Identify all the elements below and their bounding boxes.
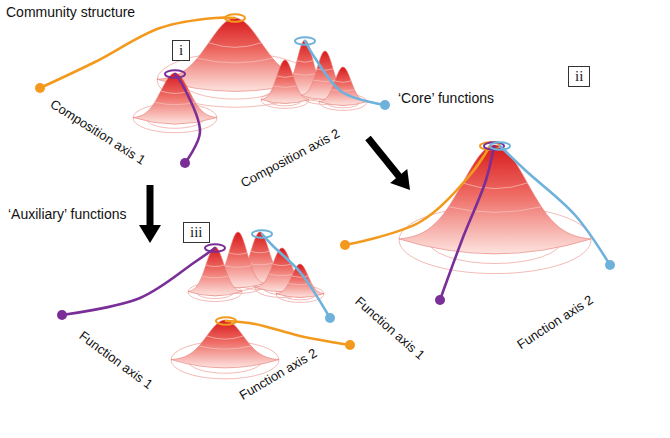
peak-contour xyxy=(229,253,247,255)
peak-group xyxy=(133,18,591,368)
panel-heading: Community structure xyxy=(6,4,135,20)
panel-number-box: iii xyxy=(183,222,210,243)
start-dot xyxy=(380,100,390,110)
endpoint-ring xyxy=(216,317,236,325)
axis-label: Function axis 2 xyxy=(514,292,596,352)
panel-number-box: ii xyxy=(568,66,590,87)
peak-contour xyxy=(199,346,251,349)
peak-contour xyxy=(292,276,308,277)
fitness-peak xyxy=(188,247,242,296)
fitness-peak xyxy=(171,320,279,368)
endpoint-ring xyxy=(295,37,315,45)
fitness-peak xyxy=(399,145,591,254)
trajectory-line xyxy=(305,41,385,105)
peak-contour xyxy=(206,265,224,267)
panel-number: ii xyxy=(575,68,583,84)
start-dot xyxy=(340,240,350,250)
peak-contour xyxy=(335,81,351,82)
peak-contour xyxy=(269,274,295,276)
panel-number: i xyxy=(179,42,183,58)
axis-label: Function axis 1 xyxy=(352,294,428,363)
trajectory-line xyxy=(62,248,215,315)
peak-contour xyxy=(297,61,313,62)
start-dot xyxy=(605,260,615,270)
axis-label: Composition axis 1 xyxy=(48,96,149,168)
flow-arrow xyxy=(139,185,161,243)
start-dot xyxy=(345,340,355,350)
peak-contour xyxy=(293,74,316,75)
start-dot xyxy=(325,313,335,323)
axis-label: Composition axis 2 xyxy=(238,126,342,191)
contour-group xyxy=(133,53,591,379)
fitness-peak xyxy=(276,264,324,297)
trajectory-line xyxy=(345,146,490,245)
peak-contour xyxy=(225,266,251,268)
peak-contour xyxy=(273,264,291,266)
start-dot xyxy=(435,295,445,305)
peak-contour xyxy=(277,76,293,77)
panel-heading: ‘Auxiliary’ functions xyxy=(8,206,127,222)
landscape-plane: ‘Core’ functionsFunction axis 1 Function … xyxy=(290,60,668,402)
arrow-head xyxy=(390,169,410,190)
trajectory-line xyxy=(175,74,200,163)
landscape-plane: Community structureComposition axis 1 Com… xyxy=(0,0,440,222)
peak-contour xyxy=(207,336,243,339)
start-dot xyxy=(57,310,67,320)
endpoint-ring xyxy=(225,14,245,22)
peak-contour xyxy=(273,86,296,87)
plane-border xyxy=(8,215,440,432)
peak-contour xyxy=(463,183,528,189)
peak-contour xyxy=(155,102,196,104)
fitness-peak xyxy=(133,73,217,124)
peak-contour xyxy=(202,276,228,278)
flow-arrow xyxy=(368,138,410,190)
endpoint-ring xyxy=(490,142,510,150)
trajectory-line xyxy=(226,321,350,345)
axis-label: Function axis 2 xyxy=(237,345,320,402)
endpoint-ring xyxy=(205,244,225,252)
panel-heading: ‘Core’ functions xyxy=(398,90,494,106)
trajectory-line xyxy=(440,146,494,300)
peak-contour xyxy=(209,43,262,48)
fitness-peak xyxy=(261,60,309,103)
arrow-shaft xyxy=(368,138,400,178)
plane-outline xyxy=(290,60,668,402)
peak-contour xyxy=(197,58,272,63)
endpoint-ring xyxy=(165,70,185,78)
arrow-shaft xyxy=(147,185,154,227)
panel-number-box: i xyxy=(172,40,190,61)
trajectory-line xyxy=(40,18,235,88)
panel-number: iii xyxy=(190,224,203,240)
axis-label: Function axis 1 xyxy=(76,328,155,392)
peak-contour xyxy=(449,207,542,213)
trajectory-group xyxy=(35,14,615,350)
arrow-head xyxy=(139,225,161,243)
start-dot xyxy=(35,83,45,93)
trajectory-line xyxy=(500,146,610,265)
plane-border xyxy=(300,118,665,398)
peak-contour xyxy=(331,90,354,91)
peak-contour xyxy=(251,251,269,253)
start-dot xyxy=(180,158,190,168)
plane-border xyxy=(8,22,430,215)
peak-contour xyxy=(317,69,333,70)
peak-contour xyxy=(313,80,336,81)
endpoint-ring xyxy=(252,230,272,238)
trajectory-line xyxy=(262,234,330,318)
